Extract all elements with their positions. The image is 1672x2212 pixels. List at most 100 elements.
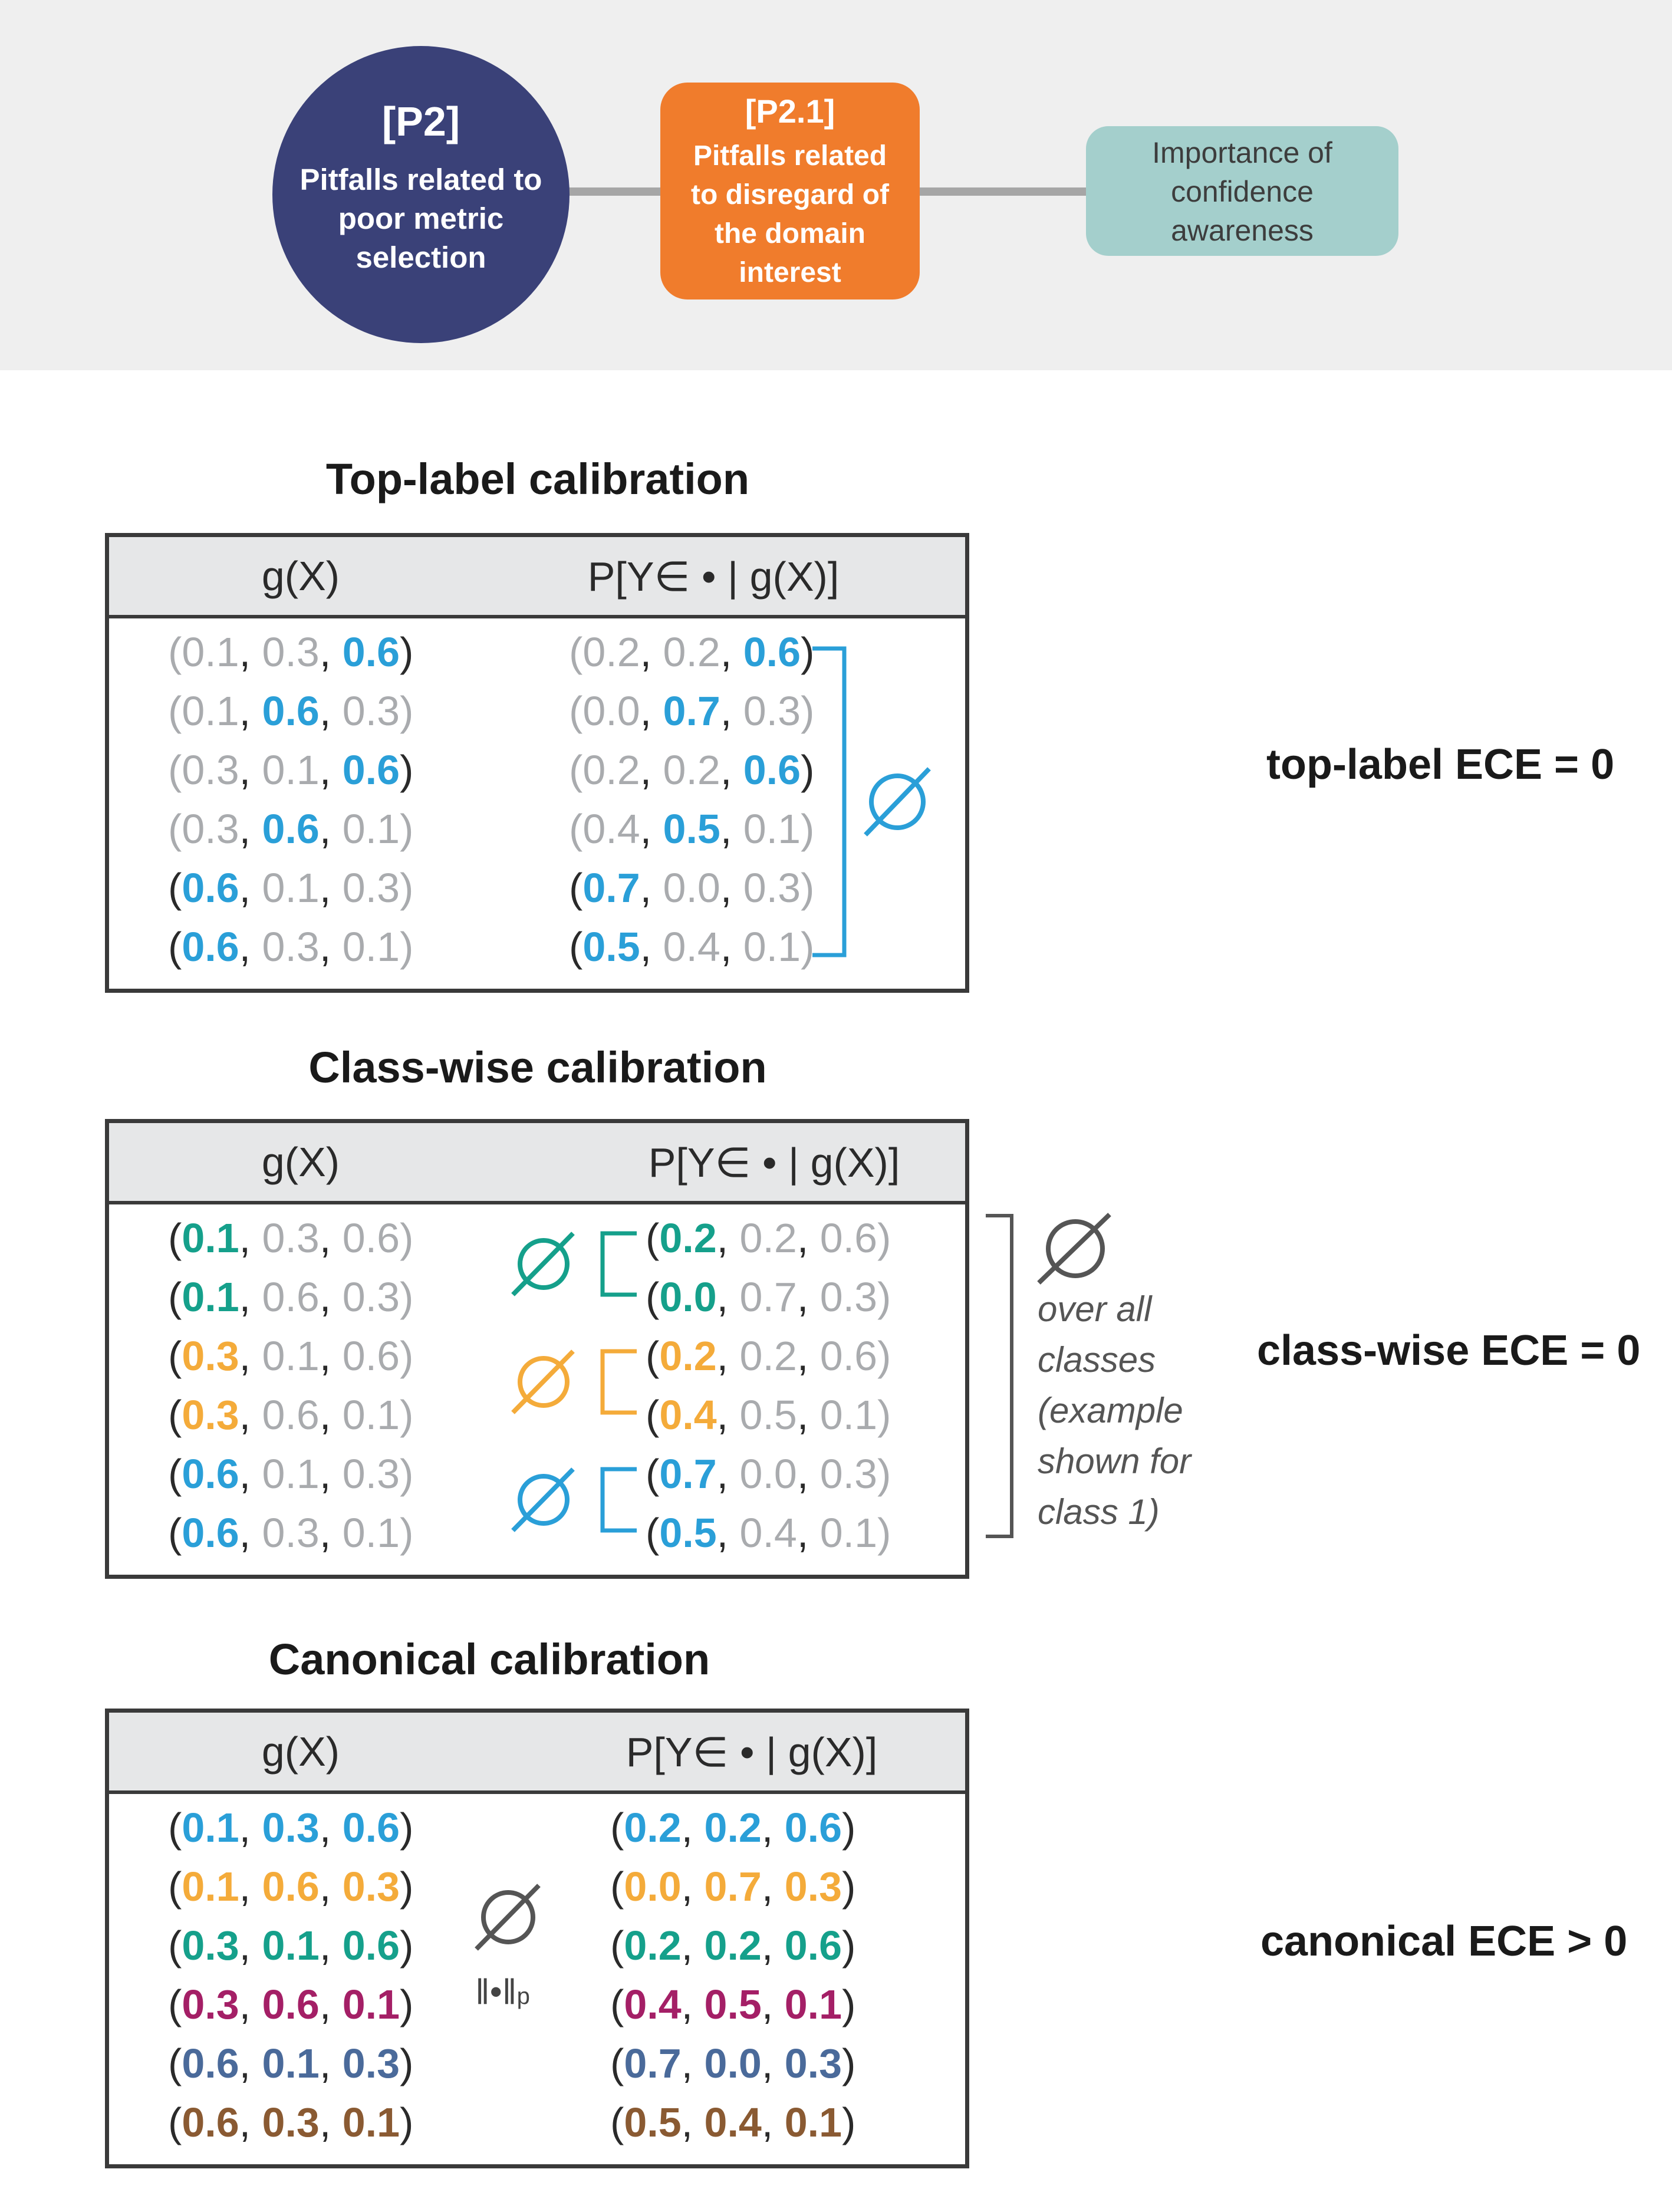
- tuple-value: 0.1: [182, 688, 239, 734]
- tuple-value: 0.5: [659, 1510, 717, 1556]
- paren: ): [877, 1274, 891, 1320]
- bracket-icon: [600, 1231, 637, 1297]
- bracket-icon: [600, 1467, 637, 1533]
- section-title-top-label: Top-label calibration: [325, 455, 750, 503]
- comma: ,: [761, 1864, 785, 1910]
- tuple-row: (0.6, 0.3, 0.1): [168, 920, 413, 973]
- comma: ,: [239, 688, 262, 734]
- column-header-gx: g(X): [261, 553, 340, 599]
- comma: ,: [796, 1333, 820, 1379]
- tuple-value: 0.2: [582, 747, 640, 793]
- tuple-value: 0.3: [182, 747, 239, 793]
- tuple-value: 0.6: [342, 1805, 400, 1851]
- paren: ): [400, 747, 414, 793]
- pitfall-sub-line: to disregard of: [690, 179, 890, 210]
- paren: (: [569, 629, 583, 675]
- connector-line: [908, 187, 1097, 196]
- tuple-row: (0.6, 0.1, 0.3): [168, 861, 413, 914]
- paren: (: [569, 865, 583, 911]
- tuple-row: (0.1, 0.6, 0.3): [168, 1270, 413, 1324]
- comma: ,: [319, 1215, 343, 1261]
- tuple-row: (0.7, 0.0, 0.3): [569, 861, 814, 914]
- tuple-row: (0.5, 0.4, 0.1): [610, 2096, 855, 2149]
- comma: ,: [319, 865, 343, 911]
- tuple-value: 0.3: [262, 1510, 320, 1556]
- paren: (: [646, 1510, 660, 1556]
- tuple-value: 0.7: [582, 865, 640, 911]
- comma: ,: [640, 747, 663, 793]
- paren: ): [801, 629, 815, 675]
- comma: ,: [239, 1805, 262, 1851]
- paren: ): [400, 1333, 414, 1379]
- pitfall-sub-line: interest: [739, 257, 841, 288]
- tuple-value: 0.3: [182, 1923, 239, 1969]
- column-header-prob: P[Y∈ • | g(X)]: [587, 554, 840, 600]
- paren: ): [400, 2099, 414, 2145]
- paren: ): [400, 1392, 414, 1438]
- comma: ,: [681, 1805, 705, 1851]
- comma: ,: [720, 865, 743, 911]
- paren: ): [400, 1981, 414, 2027]
- tuple-value: 0.6: [342, 629, 400, 675]
- tuple-value: 0.3: [342, 688, 400, 734]
- tuple-value: 0.3: [743, 865, 801, 911]
- tuple-value: 0.5: [739, 1392, 797, 1438]
- comma: ,: [720, 629, 743, 675]
- tuple-value: 0.3: [262, 1805, 320, 1851]
- comma: ,: [761, 2099, 785, 2145]
- empty-set-average-icon: [1037, 1213, 1111, 1285]
- comma: ,: [319, 1864, 343, 1910]
- tuple-value: 0.1: [262, 1923, 320, 1969]
- comma: ,: [239, 1274, 262, 1320]
- comma: ,: [239, 1451, 262, 1497]
- pitfall-main-code: [P2]: [381, 98, 460, 144]
- comma: ,: [319, 1981, 343, 2027]
- paren: ): [400, 1864, 414, 1910]
- table-top-label: g(X) P[Y∈ • | g(X)] (0.1, 0.3, 0.6) (0.1,…: [105, 533, 969, 993]
- paren: ): [400, 629, 414, 675]
- tuple-row: (0.5, 0.4, 0.1): [646, 1506, 891, 1559]
- comma: ,: [720, 747, 743, 793]
- tuple-value: 0.5: [663, 806, 720, 852]
- paren: (: [168, 924, 182, 970]
- tuple-row: (0.7, 0.0, 0.3): [610, 2037, 855, 2090]
- note-line: shown for: [1038, 1441, 1192, 1481]
- tuple-value: 0.1: [342, 1510, 400, 1556]
- paren: ): [400, 806, 414, 852]
- paren: ): [842, 1981, 856, 2027]
- tuple-row: (0.5, 0.4, 0.1): [569, 920, 814, 973]
- pitfall-main-line: Pitfalls related to: [299, 163, 542, 196]
- tuple-row: (0.2, 0.2, 0.6): [569, 743, 814, 796]
- tuple-value: 0.3: [784, 2040, 842, 2086]
- tuple-value: 0.4: [704, 2099, 762, 2145]
- tuple-value: 0.6: [342, 1923, 400, 1969]
- tuple-value: 0.1: [342, 1392, 400, 1438]
- comma: ,: [319, 2040, 343, 2086]
- tuple-value: 0.1: [182, 1274, 239, 1320]
- paren: ): [400, 2040, 414, 2086]
- paren: ): [842, 2040, 856, 2086]
- comma: ,: [239, 1510, 262, 1556]
- tuple-value: 0.6: [182, 2099, 239, 2145]
- table-header: g(X) P[Y∈ • | g(X)]: [109, 1123, 965, 1204]
- empty-set-average-icon: [511, 1349, 575, 1414]
- comma: ,: [761, 1923, 785, 1969]
- paren: ): [842, 2099, 856, 2145]
- comma: ,: [716, 1392, 740, 1438]
- tuple-value: 0.2: [663, 629, 720, 675]
- tuple-value: 0.1: [819, 1510, 878, 1556]
- table-class-wise: g(X) P[Y∈ • | g(X)] (0.1, 0.3, 0.6) (0.1,…: [105, 1119, 969, 1579]
- pitfall-sub-description: Pitfalls related to disregard of the dom…: [660, 137, 920, 292]
- paren: (: [168, 1333, 182, 1379]
- tuple-value: 0.3: [182, 1981, 239, 2027]
- tuple-value: 0.2: [624, 1805, 682, 1851]
- tuple-value: 0.1: [342, 1981, 400, 2027]
- paren: (: [646, 1333, 660, 1379]
- pitfall-leaf-line: confidence: [1171, 175, 1314, 208]
- tuple-row: (0.7, 0.0, 0.3): [646, 1447, 891, 1500]
- tuple-value: 0.1: [743, 806, 801, 852]
- tuple-value: 0.3: [182, 1392, 239, 1438]
- tuple-value: 0.4: [663, 924, 720, 970]
- pitfall-sub-node: [P2.1] Pitfalls related to disregard of …: [660, 83, 920, 299]
- tuple-value: 0.6: [342, 1215, 400, 1261]
